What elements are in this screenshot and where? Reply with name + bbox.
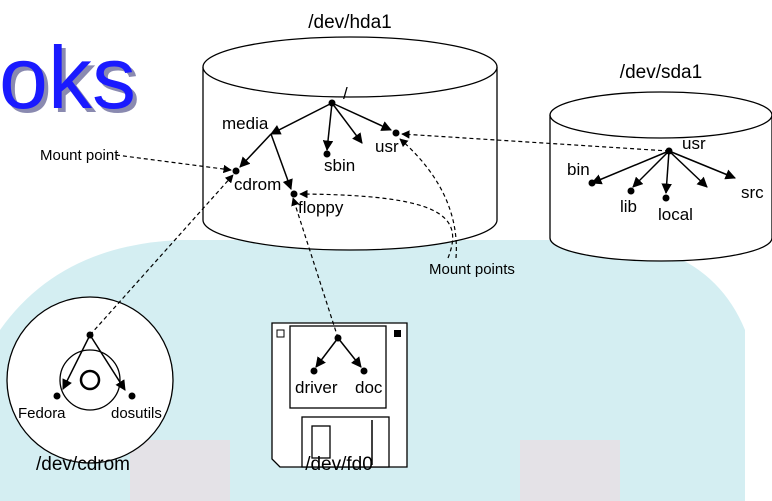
cdrom-node [232,167,240,175]
device-label-sda1: /dev/sda1 [620,62,702,83]
lib-node [627,187,635,195]
mount-links [89,130,670,339]
device-label-hda1: /dev/hda1 [308,12,391,33]
floppy-node [290,190,298,198]
local-label: local [658,205,693,224]
root-label: / [343,84,348,103]
cdrom-mount-link [89,174,234,336]
sda1-mount-link [401,130,670,152]
svg-text:oks: oks [3,32,140,131]
hda1-tree [232,99,400,198]
mount-points-pointer-usr [399,138,457,259]
watermark-block-left [130,440,230,501]
floppy-label: floppy [298,198,344,217]
sda1-disk [549,91,772,262]
fd0-mount-link [291,197,339,339]
device-label-fd0: /dev/fd0 [305,454,373,475]
device-label-cdrom: /dev/cdrom [36,454,130,475]
mount-points-pointer-floppy [299,189,454,259]
cdrom-disc [6,296,174,464]
src-label: src [741,183,764,202]
dosutils-node [128,392,136,400]
sbin-label: sbin [324,156,355,175]
fedora-node [53,392,61,400]
hda1-disk [202,36,498,251]
usr-label-sda1: usr [682,134,706,153]
title-text: oks [0,28,136,127]
lib-label: lib [620,197,637,216]
watermark-block-right [520,440,620,501]
title-fragment: oks oks [0,28,140,131]
cdrom-label: cdrom [234,175,281,194]
driver-node [310,367,318,375]
doc-node [360,367,368,375]
usr-node-hda1 [392,129,400,137]
mount-point-annotation: Mount point [40,147,119,164]
fedora-label: Fedora [18,405,66,422]
local-node [662,194,670,202]
sbin-node [323,150,331,158]
usr-label-hda1: usr [375,137,399,156]
doc-label: doc [355,378,383,397]
dosutils-label: dosutils [111,405,162,422]
bin-node [588,179,596,187]
media-label: media [222,114,269,133]
mount-point-pointer [115,154,232,174]
floppy-disk [271,322,408,468]
bin-label: bin [567,160,590,179]
driver-label: driver [295,378,338,397]
mount-points-annotation: Mount points [429,261,515,278]
